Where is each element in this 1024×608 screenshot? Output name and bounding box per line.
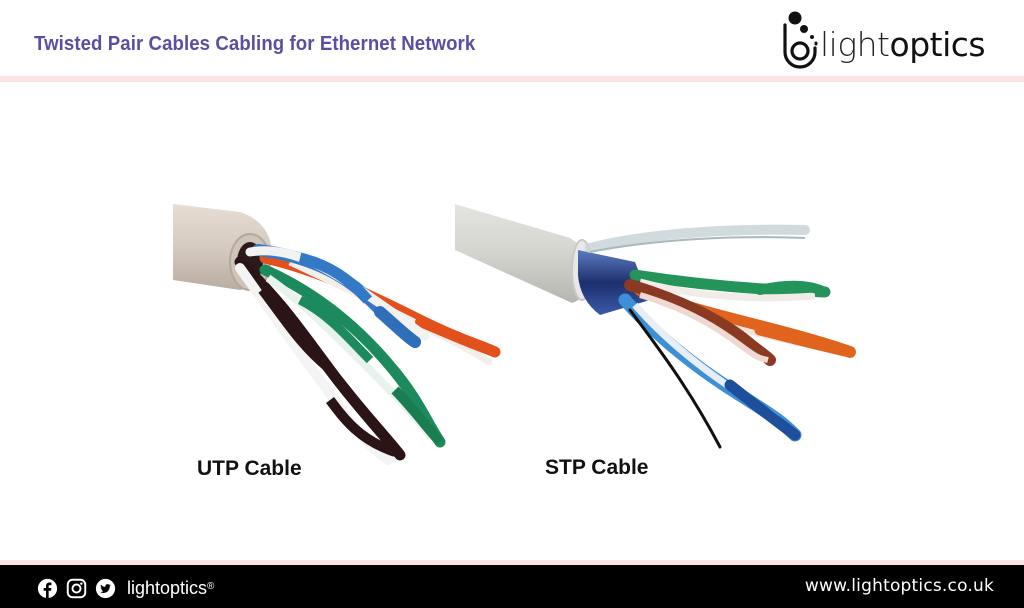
social-links: lightoptics® bbox=[37, 578, 214, 599]
lightoptics-logo[interactable]: lightoptics bbox=[780, 8, 1010, 70]
footer-brand[interactable]: lightoptics® bbox=[127, 578, 215, 598]
utp-cable bbox=[173, 204, 501, 465]
website-link[interactable]: www.lightoptics.co.uk bbox=[804, 576, 994, 596]
page-title: Twisted Pair Cables Cabling for Ethernet… bbox=[34, 33, 476, 55]
header: Twisted Pair Cables Cabling for Ethernet… bbox=[0, 0, 1024, 76]
facebook-icon[interactable] bbox=[37, 578, 58, 599]
footer-divider bbox=[0, 560, 1024, 565]
twitter-icon[interactable] bbox=[95, 578, 116, 599]
footer: lightoptics® www.lightoptics.co.uk bbox=[0, 565, 1024, 608]
stp-cable bbox=[455, 204, 856, 449]
cable-illustration: UTP Cable STP Cable bbox=[0, 82, 1024, 560]
registered-mark: ® bbox=[207, 581, 215, 592]
instagram-icon[interactable] bbox=[66, 578, 87, 599]
logo-wordmark: lightoptics bbox=[820, 25, 986, 64]
cables-figure bbox=[173, 204, 856, 465]
utp-cable-label: UTP Cable bbox=[197, 457, 302, 480]
stp-cable-label: STP Cable bbox=[545, 456, 649, 479]
header-divider bbox=[0, 76, 1024, 82]
lightoptics-logo-icon bbox=[783, 11, 818, 69]
